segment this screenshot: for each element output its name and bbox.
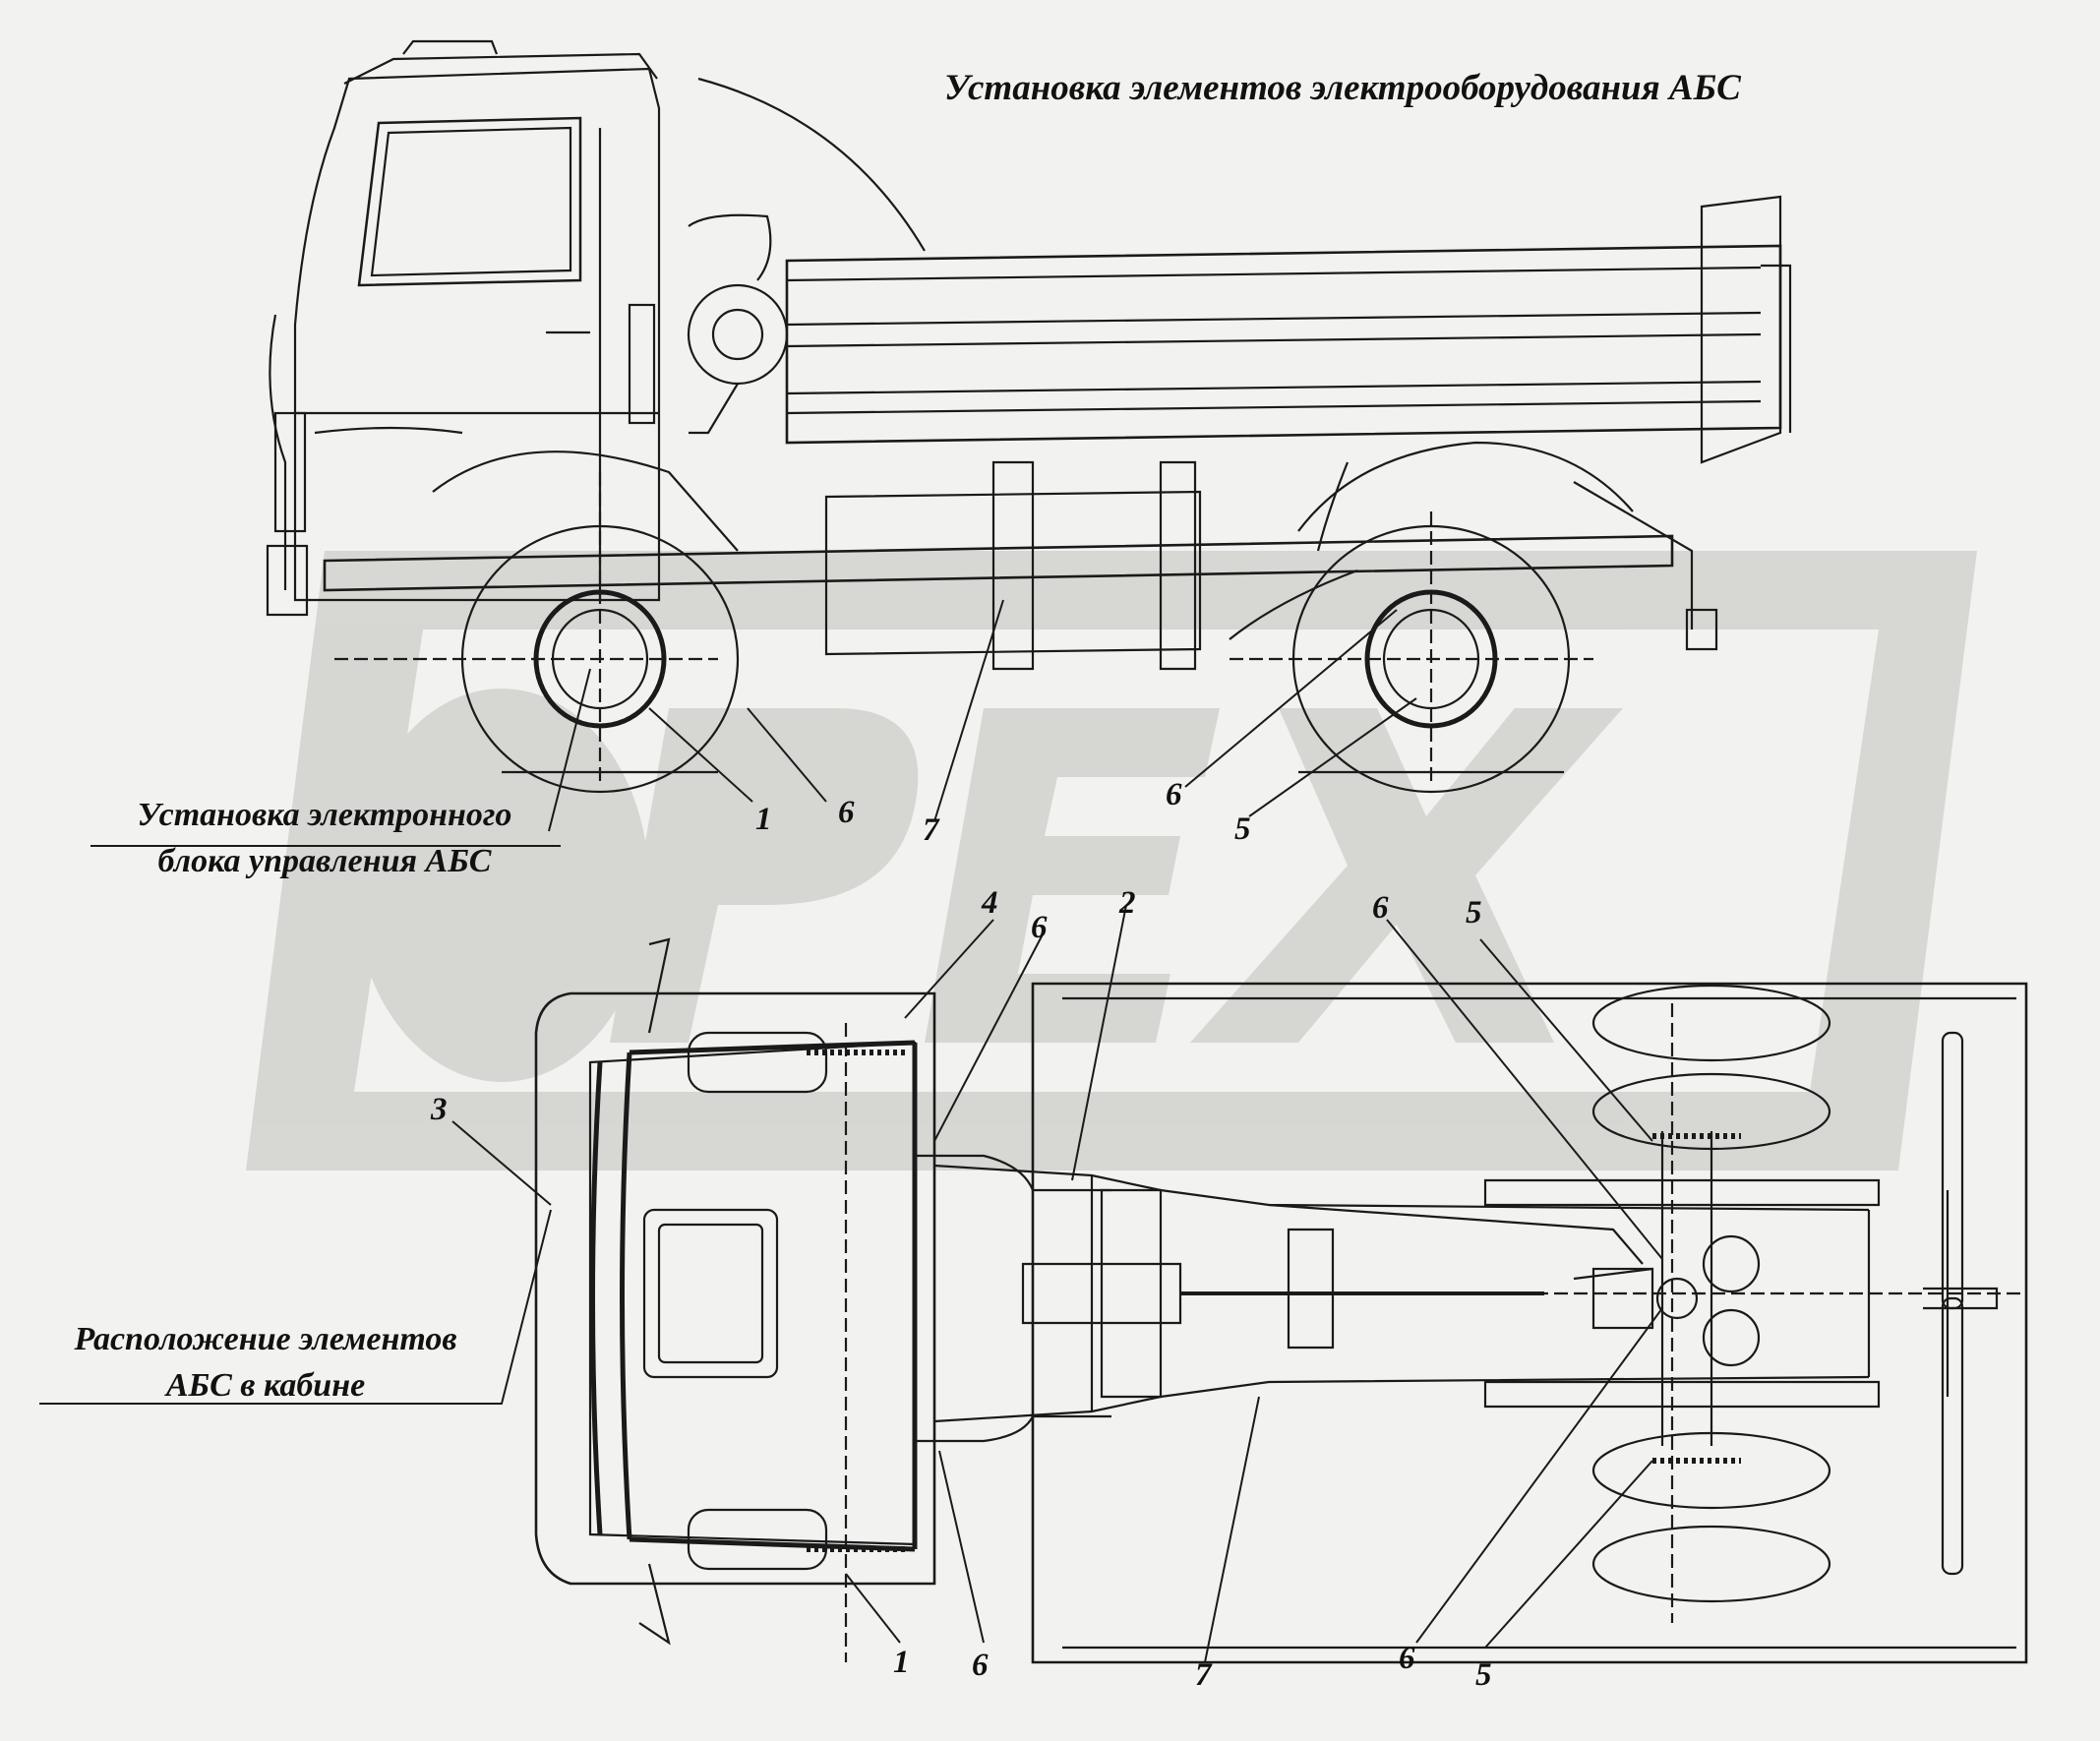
- ecu-caption: Установка электронного блока управления …: [89, 792, 561, 884]
- callout-leaders: [39, 599, 1663, 1663]
- rear-wheel: [1291, 524, 1571, 794]
- ecu-caption-line-2: блока управления АБС: [157, 843, 492, 879]
- callout-side-5: 5: [1234, 811, 1251, 847]
- truck-top-view: [534, 937, 2028, 1664]
- callout-bot-7: 7: [1195, 1657, 1212, 1693]
- front-wheel: [432, 450, 740, 794]
- ecu-caption-line-1: Установка электронного: [137, 797, 512, 833]
- callout-side-6a: 6: [838, 795, 855, 830]
- callout-top-3: 3: [431, 1092, 448, 1127]
- cab-caption-line-2: АБС в кабине: [165, 1367, 366, 1404]
- callout-top-2: 2: [1119, 885, 1136, 921]
- callout-side-6b: 6: [1166, 777, 1182, 812]
- callout-side-7: 7: [923, 812, 939, 848]
- cab-caption-line-1: Расположение элементов: [74, 1321, 457, 1357]
- callout-bot-6b: 6: [1399, 1641, 1415, 1676]
- callout-side-1: 1: [755, 802, 772, 837]
- truck-side-view: [266, 39, 1792, 787]
- callout-top-5a: 5: [1466, 895, 1482, 931]
- callout-top-4: 4: [982, 885, 998, 921]
- cab-caption: Расположение элементов АБС в кабине: [20, 1316, 511, 1409]
- callout-top-6b: 6: [1372, 890, 1389, 926]
- callout-bot-5: 5: [1475, 1657, 1492, 1693]
- watermark-logo: [246, 551, 1977, 1171]
- diagram-title: Установка элементов электрооборудования …: [944, 68, 1741, 108]
- callout-top-6a: 6: [1031, 910, 1048, 945]
- callout-bot-6a: 6: [972, 1648, 989, 1683]
- callout-bot-1: 1: [893, 1645, 910, 1680]
